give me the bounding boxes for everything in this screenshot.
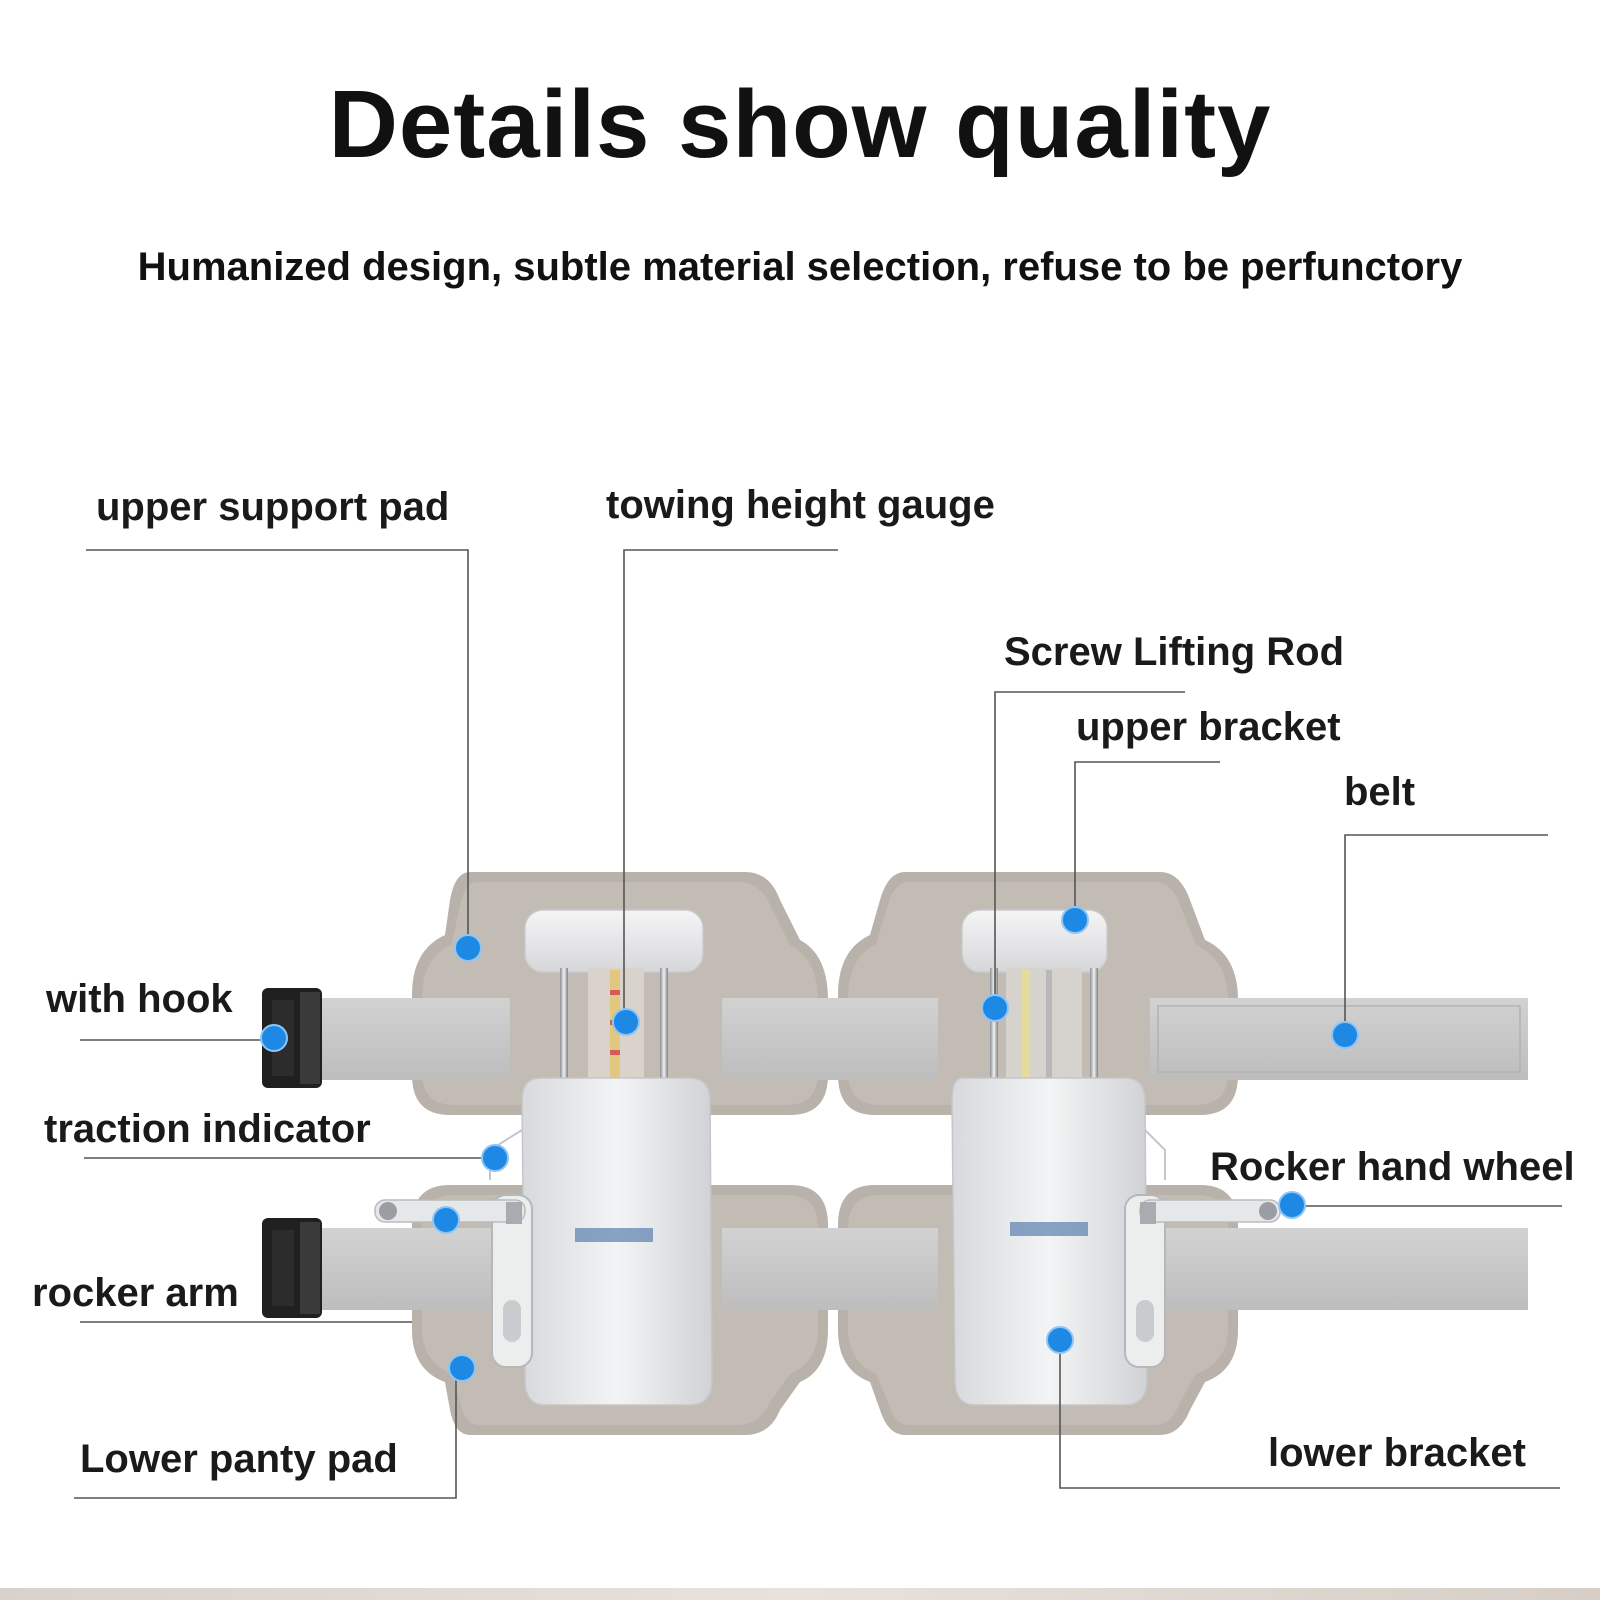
page-subtitle: Humanized design, subtle material select…: [137, 245, 1463, 289]
label-traction-indicator: traction indicator: [44, 1107, 371, 1151]
leader-lines: [74, 549, 1562, 1499]
label-upper-support-pad: upper support pad: [96, 485, 449, 529]
label-lower-bracket: lower bracket: [1268, 1431, 1526, 1475]
right-module: [951, 909, 1281, 1406]
leader-lower-panty-pad: [74, 1365, 457, 1499]
page-title: Details show quality: [328, 71, 1272, 178]
leader-towing-height-gauge: [623, 549, 838, 1020]
label-upper-bracket: upper bracket: [1076, 705, 1341, 749]
leader-upper-support-pad: [86, 549, 469, 935]
hotspot-with-hook: [260, 1024, 288, 1052]
label-towing-height-gauge: towing height gauge: [606, 483, 995, 527]
label-lower-panty-pad: Lower panty pad: [80, 1437, 398, 1481]
hotspot-upper-support-pad: [454, 934, 482, 962]
lower-belt: [318, 1228, 1528, 1310]
hotspots: [260, 906, 1359, 1382]
leader-screw-lifting-rod: [994, 691, 1185, 1005]
leader-lower-bracket: [1059, 1340, 1560, 1489]
hotspot-rocker-hand-wheel: [1278, 1191, 1306, 1219]
hotspot-upper-bracket: [1061, 906, 1089, 934]
label-screw-lifting-rod: Screw Lifting Rod: [1004, 630, 1344, 674]
hotspot-towing-height-gauge: [612, 1008, 640, 1036]
hotspot-screw-lifting-rod: [981, 994, 1009, 1022]
hotspot-lower-bracket: [1046, 1326, 1074, 1354]
leader-upper-bracket: [1074, 761, 1220, 918]
hotspot-lower-panty-pad: [448, 1354, 476, 1382]
label-belt: belt: [1344, 770, 1415, 814]
hotspot-traction-indicator: [481, 1144, 509, 1172]
label-with-hook: with hook: [45, 977, 233, 1021]
bottom-edge-strip: [0, 1588, 1600, 1600]
label-rocker-arm: rocker arm: [32, 1271, 239, 1315]
leader-belt: [1344, 834, 1548, 1033]
hotspot-rocker-arm: [432, 1206, 460, 1234]
hotspot-belt: [1331, 1021, 1359, 1049]
hook-buckle-lower: [262, 1218, 322, 1318]
label-rocker-hand-wheel: Rocker hand wheel: [1210, 1145, 1575, 1189]
